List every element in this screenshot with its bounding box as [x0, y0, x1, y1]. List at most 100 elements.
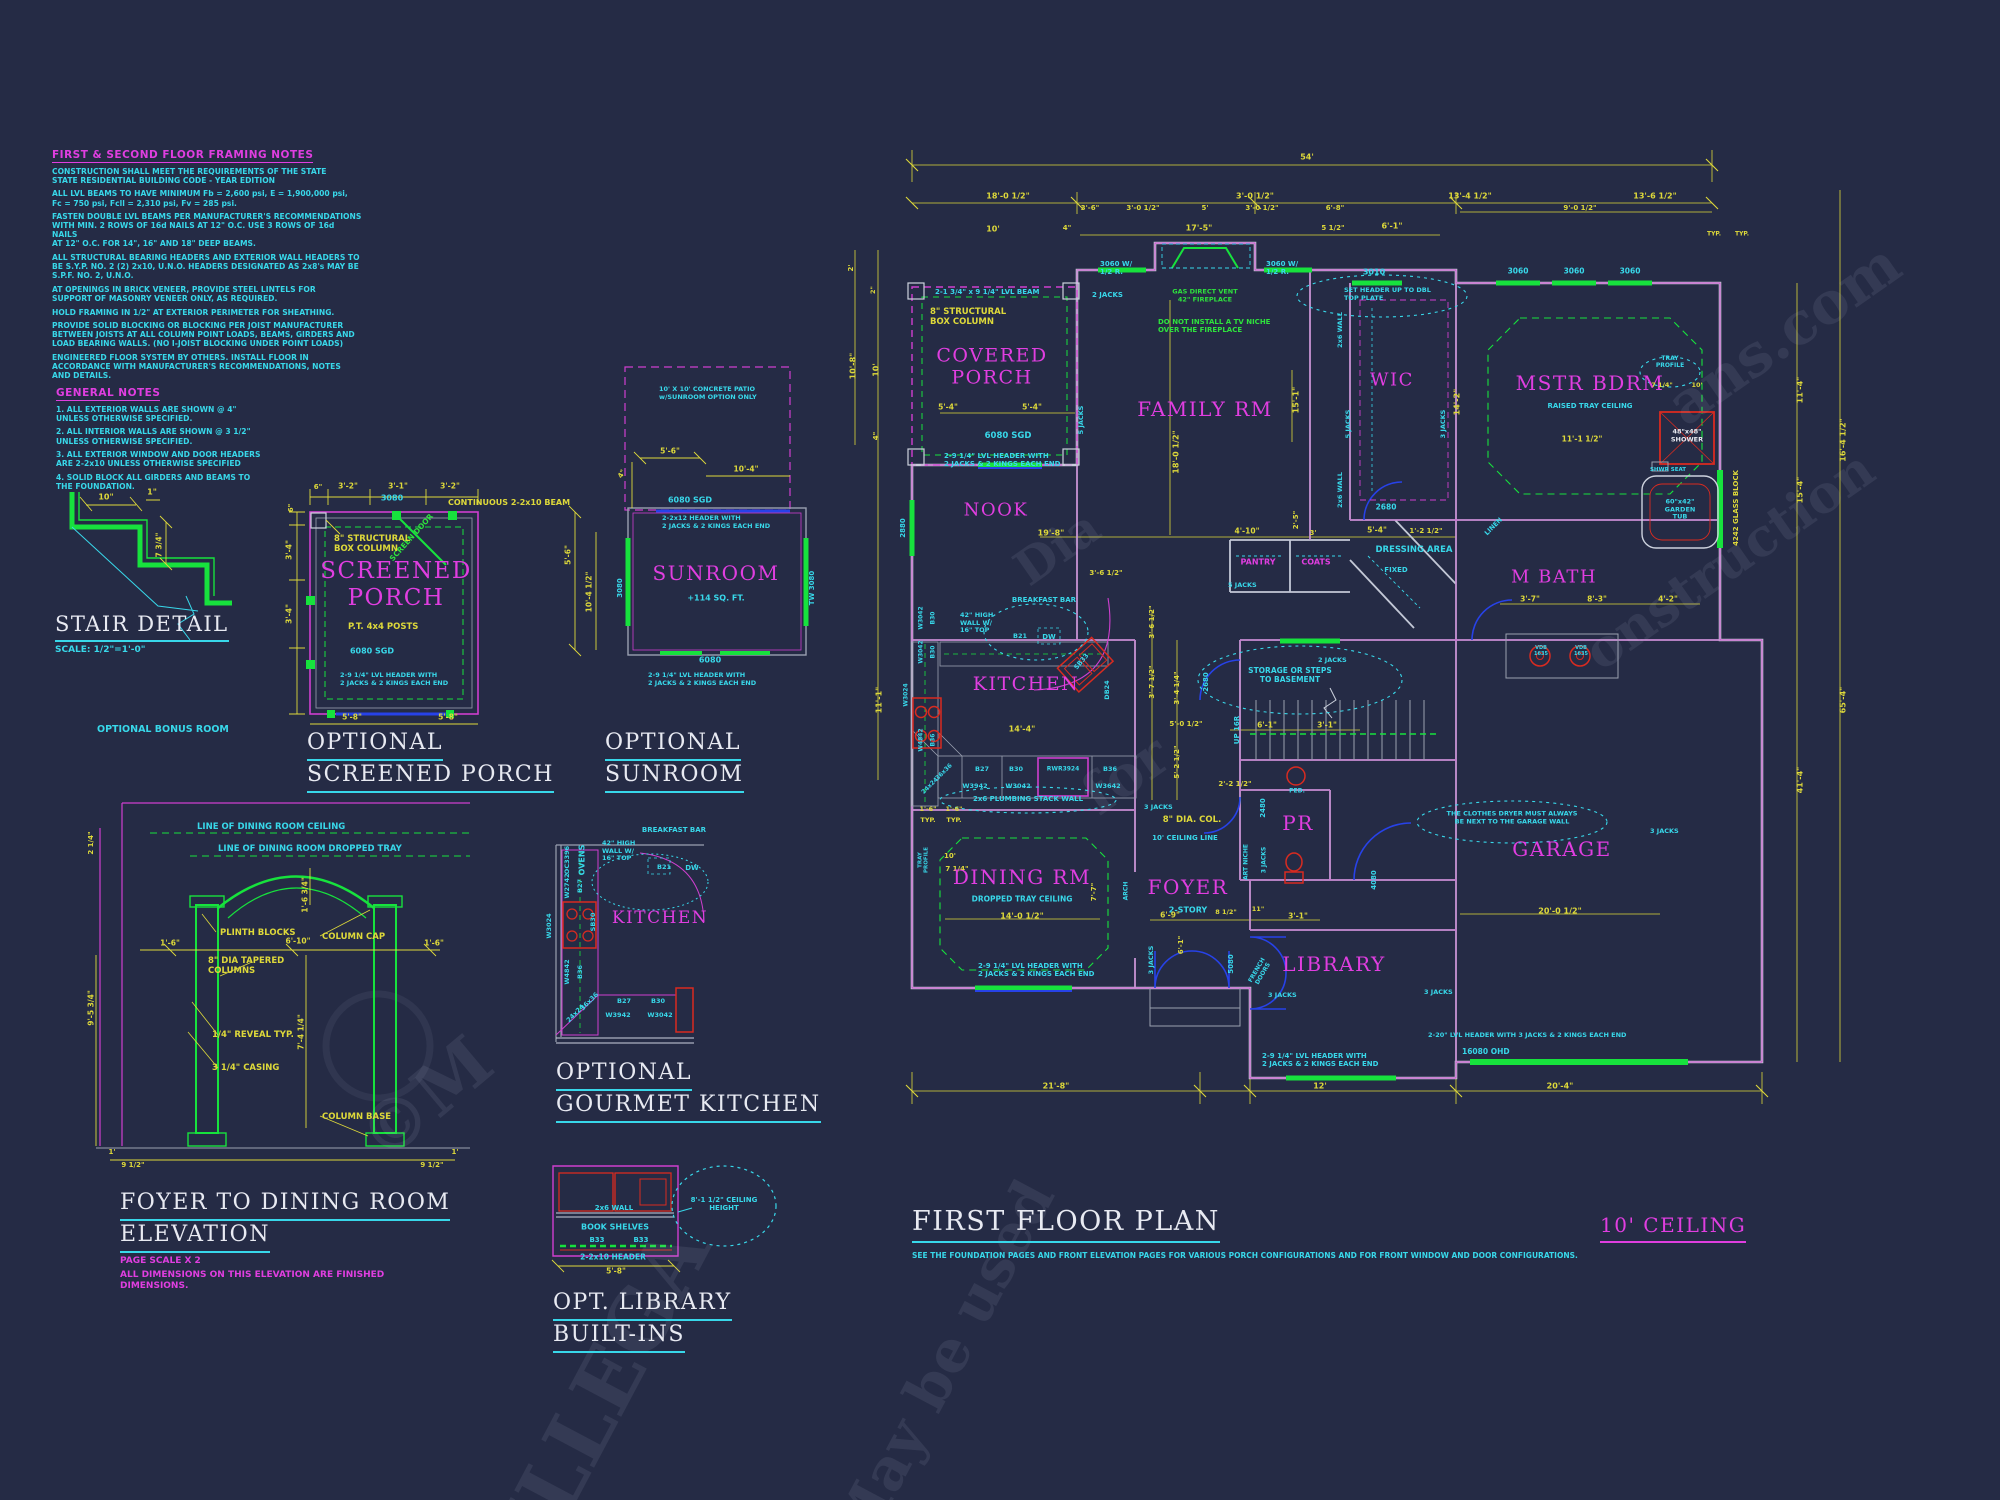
plan-label: W3942 [605, 1011, 631, 1020]
plan-label: W3042 [647, 1011, 673, 1020]
plan-label: 48"x48" SHOWER [1670, 427, 1704, 443]
plan-label: 5 JACKS [1344, 409, 1353, 439]
plan-label: 3'-6 1/2" [1147, 605, 1156, 639]
plan-label: 11'-4" [1795, 376, 1805, 404]
detail-title-sunroom-2: SUNROOM [605, 762, 744, 793]
plan-label: 2'-5" [1291, 510, 1300, 530]
floor-plan-dimension-lines [854, 150, 1841, 1104]
plan-label: B27 [617, 997, 631, 1006]
plan-label: 7 3/4" [154, 532, 164, 558]
plan-label: 42" HIGH WALL W/ 16" TOP [602, 839, 636, 863]
plan-label: 6080 [698, 655, 722, 665]
note-item: ENGINEERED FLOOR SYSTEM BY OTHERS. INSTA… [52, 353, 341, 381]
plan-label: TW 3080 [807, 570, 816, 606]
plan-label: 10' CEILING LINE [1152, 833, 1218, 842]
plan-label: 4" [616, 468, 628, 480]
plan-label: W3642 [1095, 782, 1121, 791]
note-item: HOLD FRAMING IN 1/2" AT EXTERIOR PERIMET… [52, 307, 335, 317]
plan-label: 5080 [1226, 954, 1235, 974]
plan-label: 3010 [1362, 267, 1386, 277]
plan-label: 1' [451, 1147, 459, 1156]
floor-plan-fireplace [1161, 243, 1251, 269]
plan-label: 10' X 10' CONCRETE PATIO w/SUNROOM OPTIO… [659, 385, 757, 401]
plan-label: B36 [1103, 765, 1117, 774]
plan-label: 3'-4" [284, 540, 294, 560]
plan-label: 8" STRUCTURAL BOX COLUMN [334, 534, 411, 555]
plan-label: 1'-2 1/2" [1409, 526, 1443, 535]
plan-label: 3'-0 1/2" [1245, 203, 1279, 212]
plan-label: 14'-4" [1008, 724, 1036, 734]
plan-label: VDB 1635 [1574, 645, 1588, 657]
plan-label: 2 JACKS [1318, 656, 1347, 664]
plan-label: 3'-6 1/2" [1089, 568, 1123, 577]
plan-label: OC3396 [563, 845, 572, 875]
plan-label: 10' [944, 851, 956, 860]
plan-label: 15'-4" [1795, 476, 1805, 504]
plan-label: 19'-8" [1037, 528, 1065, 538]
floor-plan-revision-clouds [939, 274, 1701, 844]
note-item: ALL LVL BEAMS TO HAVE MINIMUM Fb = 2,600… [52, 189, 348, 208]
room-label-kitchen: KITCHEN [972, 672, 1080, 695]
plan-label: 2-2x10 HEADER [580, 1252, 646, 1262]
room-label-dining-rm: DINING RM [952, 865, 1092, 890]
plan-label: 10'-4 1/2" [584, 571, 594, 613]
plan-label: TYP. [946, 816, 962, 825]
screened-porch-drawing [289, 489, 479, 725]
note-item: 2. ALL INTERIOR WALLS ARE SHOWN @ 3 1/2"… [56, 427, 251, 446]
plan-label: 2x6 WALL [1336, 312, 1345, 348]
plan-label: 5 JACKS [1077, 405, 1086, 435]
room-label-covered-porch: COVERED PORCH [936, 344, 1048, 389]
plan-label: B30 [929, 645, 937, 659]
plan-label: 3 1/4" CASING [212, 1063, 280, 1073]
plan-label: 14'-0 1/2" [1000, 911, 1044, 921]
plan-label: 1'-6" [919, 805, 937, 814]
general-notes-title: GENERAL NOTES [56, 387, 161, 401]
plan-label: ALL DIMENSIONS ON THIS ELEVATION ARE FIN… [120, 1270, 385, 1291]
plan-label: 6080 SGD [667, 495, 713, 505]
floor-plan-windows [909, 267, 1723, 1081]
plan-label: 10' [871, 363, 881, 377]
room-label-wic: WIC [1370, 369, 1414, 391]
plan-label: 21'-8" [1042, 1081, 1070, 1091]
plan-label: 6" [286, 503, 295, 513]
plan-label: 3' [1309, 528, 1317, 537]
plan-label: 3'-2" [338, 481, 358, 491]
plan-label: 1' [108, 1147, 116, 1156]
plan-label: 24x24 [564, 1002, 587, 1025]
plan-label: 1" [147, 487, 157, 497]
note-item: FASTEN DOUBLE LVL BEAMS PER MANUFACTURER… [52, 212, 362, 249]
plan-label: 2-9 1/4" LVL HEADER WITH 2 JACKS & 2 KIN… [944, 452, 1061, 469]
plan-label: 11'-1 1/2" [1561, 434, 1603, 444]
plan-label: 3'-1" [1288, 911, 1308, 921]
plan-label: FRENCH DOORS [1247, 956, 1273, 986]
plan-label: 2' [846, 264, 855, 272]
plan-label: 5 1/2" [1321, 223, 1345, 232]
library-builtins-drawing [551, 1165, 777, 1273]
plan-label: ARCH [1122, 881, 1130, 901]
plan-label: 4" [1062, 223, 1072, 232]
plan-label: 4'-2" [1658, 594, 1678, 604]
room-label-family-rm: FAMILY RM [1137, 397, 1273, 422]
plan-label: 3'-7" [1520, 594, 1540, 604]
plan-label: +114 SQ. FT. [687, 593, 745, 603]
plan-label: 2-20" LVL HEADER WITH 3 JACKS & 2 KINGS … [1428, 1031, 1627, 1039]
plan-label: 2-2x12 HEADER WITH 2 JACKS & 2 KINGS EAC… [662, 514, 771, 530]
plan-label: 11" [1251, 905, 1265, 914]
plan-label: 16080 OHD [1462, 1047, 1510, 1056]
plan-label: 10' [986, 224, 1000, 234]
plan-label: 3'-0 1/2" [1236, 191, 1274, 201]
room-label-m-bath: M BATH [1510, 566, 1598, 588]
plan-label: 20'-0 1/2" [1538, 906, 1582, 916]
plan-label: THE CLOTHES DRYER MUST ALWAYS BE NEXT TO… [1446, 809, 1578, 825]
plan-label: 4" [871, 431, 880, 441]
detail-title-elevation-1: FOYER TO DINING ROOM [120, 1190, 451, 1221]
plan-label: 24x24 [920, 776, 940, 796]
plan-label: PED. [1289, 787, 1305, 795]
room-label-kitchen-detail: KITCHEN [611, 907, 709, 928]
plan-label: 1'-6 3/4" [300, 877, 310, 913]
plan-label: 8 1/2" [1215, 908, 1237, 917]
note-item: ALL STRUCTURAL BEARING HEADERS AND EXTER… [52, 253, 360, 281]
plan-label: GAS DIRECT VENT 42" FIREPLACE [1172, 287, 1238, 303]
plan-label: TYP. [920, 816, 936, 825]
